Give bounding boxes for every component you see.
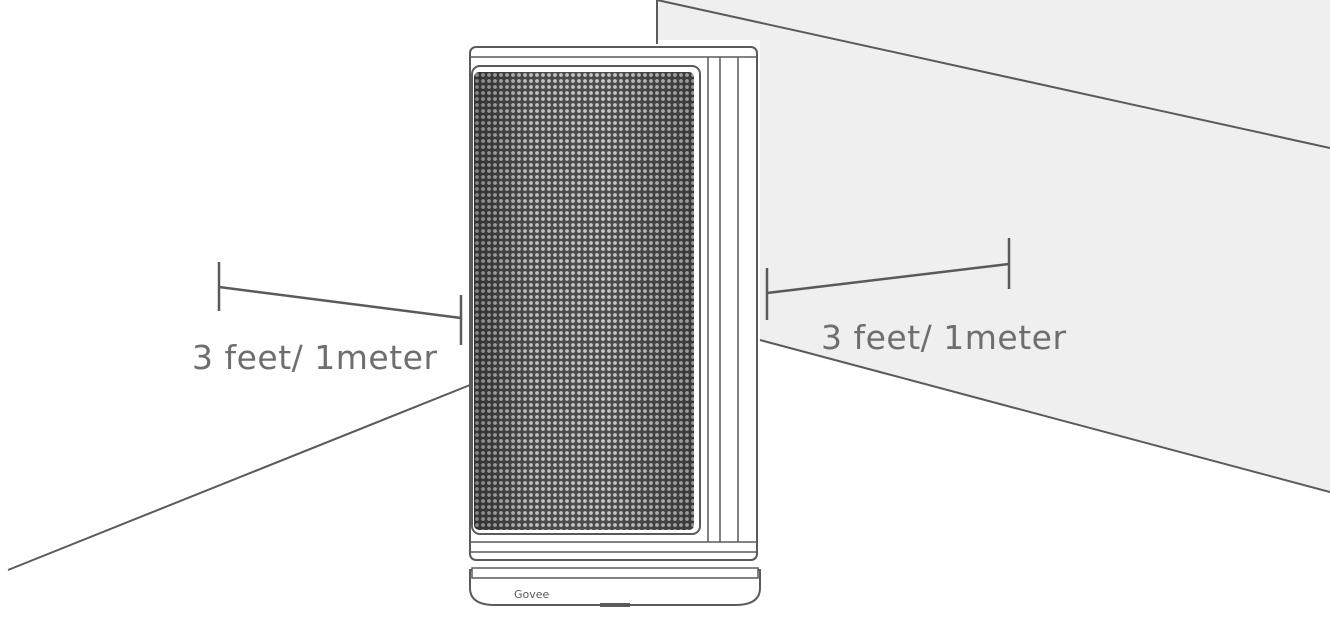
brand-logo: Govee: [514, 588, 550, 601]
floor-edge: [7, 384, 471, 571]
wall-top-edge: [656, 0, 1330, 149]
left-clearance-dimension: [217, 262, 463, 345]
left-clearance-label: 3 feet/ 1meter: [192, 338, 438, 377]
right-clearance-label: 3 feet/ 1meter: [821, 318, 1067, 357]
heater-base: [469, 567, 761, 607]
wall: [657, 0, 1330, 493]
right-clearance-dimension: [765, 238, 1011, 320]
wall-bottom-edge: [759, 339, 1330, 493]
